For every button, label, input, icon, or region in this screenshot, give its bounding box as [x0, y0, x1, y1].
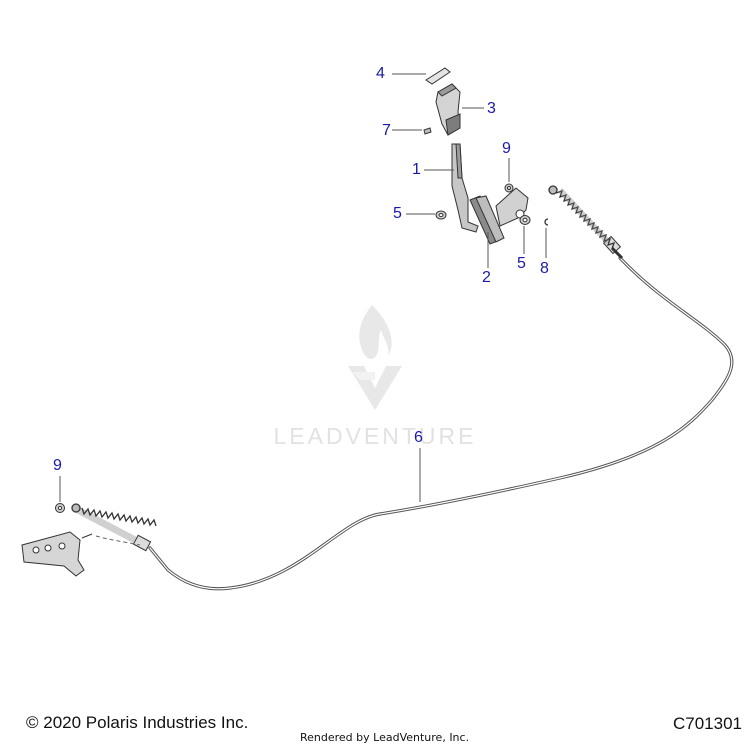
washer-part-5-left [435, 210, 447, 220]
spring-right [548, 185, 616, 250]
lever-part-1 [451, 143, 479, 233]
leadventure-logo-icon [348, 305, 402, 410]
knob-part-3 [435, 83, 461, 136]
callout-1: 1 [412, 161, 421, 178]
pin-part-7 [423, 127, 432, 135]
callout-9-left: 9 [53, 457, 62, 474]
callout-9-top: 9 [502, 140, 511, 157]
watermark-text: LEADVENTURE [274, 423, 477, 449]
callout-3: 3 [487, 100, 496, 117]
leader-lines [59, 73, 547, 502]
cable-bracket [21, 531, 93, 577]
nut-part-9-left [55, 503, 65, 513]
cable-end-left [132, 534, 152, 552]
washer-part-5-right [519, 215, 531, 225]
clip-part-8 [544, 218, 549, 226]
callout-5-left: 5 [393, 205, 402, 222]
callout-2: 2 [482, 269, 491, 286]
assembly-dashed-line [95, 535, 141, 546]
spring-left [71, 503, 157, 544]
callout-4: 4 [376, 65, 385, 82]
rendered-by-text: Rendered by LeadVenture, Inc. [300, 731, 470, 744]
callout-8: 8 [540, 260, 549, 277]
callout-6: 6 [414, 429, 423, 446]
callout-7: 7 [382, 122, 391, 139]
copyright-text: © 2020 Polaris Industries Inc. [26, 713, 249, 732]
bracket-part-2 [469, 187, 529, 245]
callout-5-right: 5 [517, 255, 526, 272]
diagram-code: C701301 [672, 714, 742, 733]
knob-cap-part-4 [425, 67, 451, 85]
nut-part-9-top [504, 183, 514, 193]
